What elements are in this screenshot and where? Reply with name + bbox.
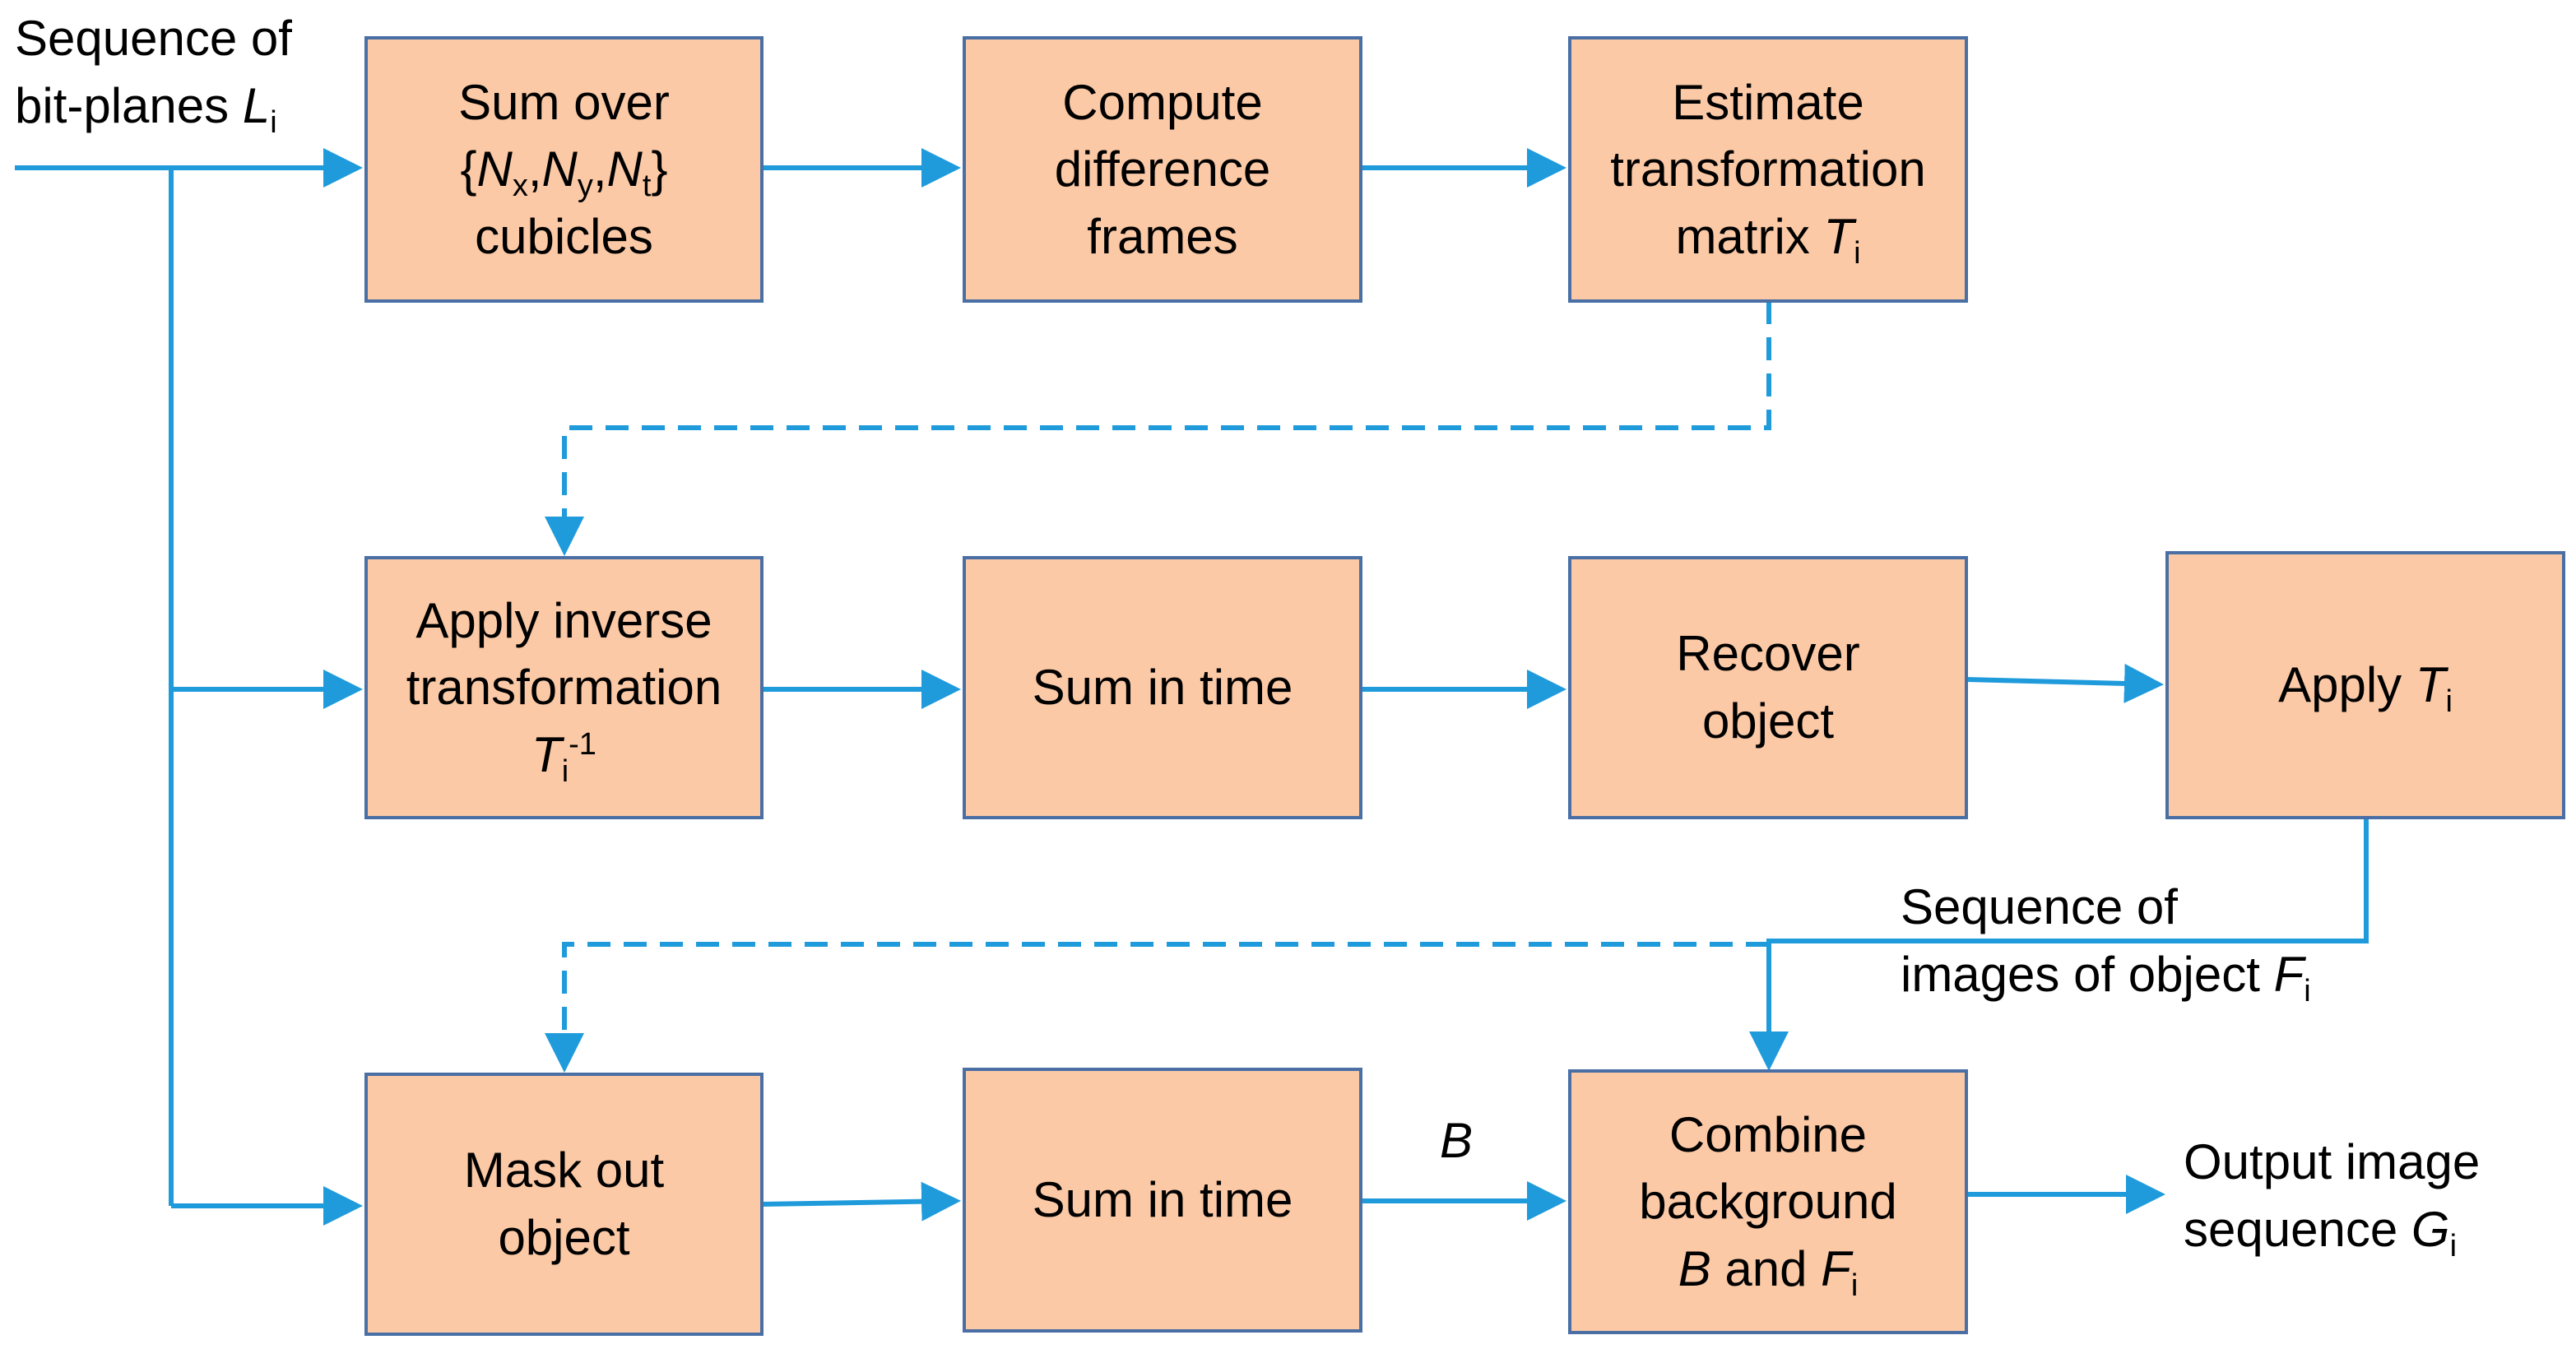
compute-line1: Compute [1062, 74, 1263, 130]
combine-sub: i [1850, 1268, 1859, 1303]
recover-to-apply-t-arrow [1966, 663, 2164, 703]
sub-x: x [512, 169, 528, 204]
compute-difference-box: Compute difference frames [963, 36, 1362, 303]
mask-out-line2: object [498, 1210, 630, 1265]
comma-2: , [592, 141, 607, 197]
b-label: B [1440, 1113, 1474, 1168]
sum-over-line2: {Nx,Ny,Nt} [458, 136, 670, 203]
output-var: G [2411, 1201, 2450, 1257]
apply-inverse-box: Apply inverse transformation Ti-1 [364, 556, 764, 819]
input-label: Sequence of bit-planes Li [15, 5, 292, 140]
comma-1: , [527, 141, 542, 197]
recover-object-box: Recover object [1568, 556, 1968, 819]
brace-open: { [460, 141, 477, 197]
sum-over-cubicles-box: Sum over {Nx,Ny,Nt} cubicles [364, 36, 764, 303]
input-label-line2-text: bit-planes [15, 77, 243, 133]
combine-var-f: F [1821, 1240, 1851, 1296]
sequence-images-label: Sequence of images of object Fi [1901, 874, 2311, 1008]
apply-inverse-line3: Ti-1 [406, 721, 722, 789]
estimate-line1: Estimate [1672, 74, 1864, 130]
estimate-line3-text: matrix [1675, 208, 1824, 264]
sum-in-time-box-1: Sum in time [963, 556, 1362, 819]
apply-inverse-line1: Apply inverse [415, 592, 712, 648]
apply-t-sub: i [2445, 684, 2453, 720]
mask-out-box: Mask out object [364, 1073, 764, 1336]
sum-in-time-box-2: Sum in time [963, 1068, 1362, 1333]
sum-over-line1: Sum over [458, 74, 670, 130]
apply-inverse-sub: i [561, 753, 569, 789]
apply-t-label: Apply Ti [2278, 651, 2453, 719]
mask-to-sum-arrow [761, 1181, 961, 1222]
mask-out-line1: Mask out [463, 1143, 665, 1198]
sequence-images-line2-text: images of object [1901, 946, 2274, 1002]
combine-line2: background [1639, 1174, 1897, 1230]
to-mask-out-dashed-arrow [545, 942, 1769, 1073]
sum-time-1-label: Sum in time [1032, 660, 1293, 716]
apply-t-var: T [2415, 657, 2446, 713]
recover-line1: Recover [1676, 626, 1860, 682]
estimate-to-apply-inverse-dashed-arrow [545, 301, 1771, 556]
apply-t-to-combine-arrow [1749, 818, 2369, 1071]
sequence-images-var: F [2273, 946, 2304, 1002]
recover-line2: object [1701, 693, 1835, 749]
apply-t-text: Apply [2278, 657, 2416, 713]
input-label-line1: Sequence of [15, 11, 292, 66]
estimate-var: T [1823, 208, 1854, 264]
estimate-transformation-box: Estimate transformation matrix Ti [1568, 36, 1968, 303]
input-label-var: L [242, 77, 271, 133]
output-label: Output image sequence Gi [2184, 1129, 2480, 1263]
estimate-line3: matrix Ti [1610, 203, 1926, 271]
apply-inverse-var: T [531, 726, 562, 782]
sub-y: y [577, 169, 593, 204]
brace-close: } [651, 141, 668, 197]
input-label-sub: i [270, 104, 277, 140]
estimate-sub: i [1854, 235, 1861, 271]
apply-inverse-line2: transformation [406, 660, 722, 716]
combine-background-box: Combine background B and Fi [1568, 1069, 1968, 1334]
estimate-line2: transformation [1610, 141, 1926, 197]
combine-line3: B and Fi [1639, 1235, 1897, 1303]
apply-inverse-sup: -1 [569, 726, 596, 762]
output-line1: Output image [2184, 1134, 2481, 1189]
compute-line2: difference [1054, 141, 1271, 197]
sum-time-2-label: Sum in time [1032, 1172, 1293, 1228]
n-y: N [541, 141, 578, 197]
sequence-images-sub: i [2304, 973, 2311, 1008]
combine-line3-text: and [1710, 1240, 1822, 1296]
output-line2-text: sequence [2184, 1201, 2411, 1257]
combine-line1: Combine [1669, 1106, 1868, 1162]
n-t: N [606, 141, 643, 197]
apply-t-box: Apply Ti [2165, 551, 2565, 819]
sum-over-line3: cubicles [475, 208, 653, 264]
sub-t: t [642, 169, 652, 204]
combine-var-b: B [1678, 1240, 1711, 1296]
output-sub: i [2449, 1228, 2458, 1263]
sequence-images-line1: Sequence of [1901, 879, 2178, 934]
n-x: N [476, 141, 513, 197]
compute-line3: frames [1087, 208, 1238, 264]
